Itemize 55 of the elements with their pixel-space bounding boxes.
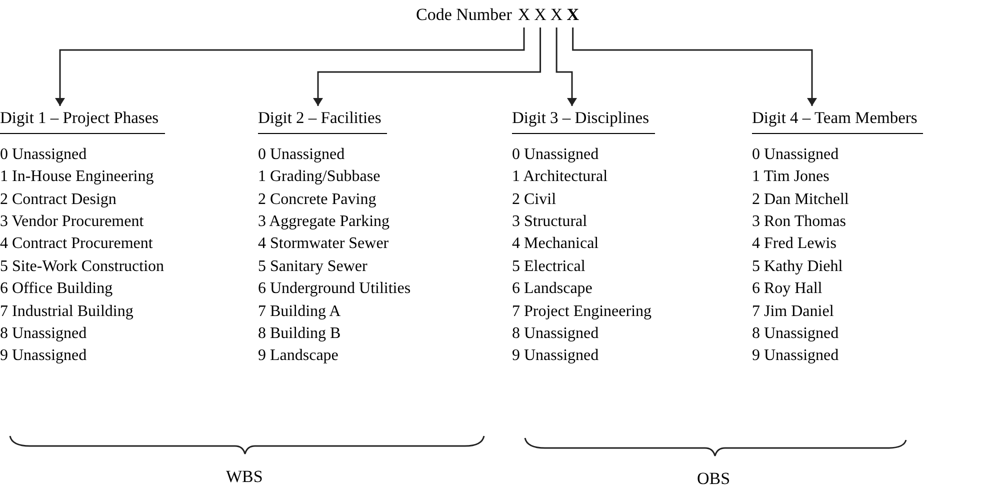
list-item: 7 Industrial Building bbox=[0, 302, 134, 322]
list-item: 6 Landscape bbox=[512, 279, 592, 300]
code-digit: X bbox=[550, 2, 563, 28]
list-item: 1 Architectural bbox=[512, 167, 608, 188]
arrow bbox=[572, 28, 817, 106]
list-item: 4 Fred Lewis bbox=[752, 234, 836, 254]
group-label: WBS bbox=[226, 466, 263, 488]
list-item: 5 Kathy Diehl bbox=[752, 256, 843, 277]
list-item: 4 Mechanical bbox=[512, 234, 599, 254]
list-item: 5 Electrical bbox=[512, 256, 586, 277]
list-item: 3 Ron Thomas bbox=[752, 212, 846, 232]
list-item: 6 Underground Utilities bbox=[258, 279, 411, 300]
list-item: 0 Unassigned bbox=[0, 144, 87, 165]
list-item: 7 Project Engineering bbox=[512, 302, 652, 322]
list-item: 1 Tim Jones bbox=[752, 167, 830, 188]
list-item: 0 Unassigned bbox=[512, 144, 599, 165]
list-item: 2 Contract Design bbox=[0, 190, 116, 210]
list-item: 8 Unassigned bbox=[512, 324, 599, 344]
list-item: 3 Structural bbox=[512, 212, 588, 232]
list-item: 8 Unassigned bbox=[0, 324, 87, 344]
arrow bbox=[55, 28, 525, 106]
list-item: 5 Site-Work Construction bbox=[0, 256, 164, 277]
column-heading: Digit 4 – Team Members bbox=[752, 106, 924, 134]
arrow bbox=[313, 28, 542, 106]
list-item: 4 Stormwater Sewer bbox=[258, 234, 389, 254]
list-item: 9 Landscape bbox=[258, 346, 338, 366]
list-item: 8 Building B bbox=[258, 324, 341, 344]
list-item: 6 Roy Hall bbox=[752, 279, 822, 300]
list-item: 2 Civil bbox=[512, 190, 556, 210]
arrow bbox=[556, 28, 577, 106]
list-item: 5 Sanitary Sewer bbox=[258, 256, 368, 277]
list-item: 9 Unassigned bbox=[752, 346, 839, 366]
list-item: 2 Dan Mitchell bbox=[752, 190, 849, 210]
list-item: 9 Unassigned bbox=[0, 346, 87, 366]
code-digit: X bbox=[566, 2, 579, 28]
title-label: Code Number bbox=[416, 4, 512, 26]
list-item: 2 Concrete Paving bbox=[258, 190, 376, 210]
list-item: 9 Unassigned bbox=[512, 346, 599, 366]
column-heading: Digit 1 – Project Phases bbox=[0, 106, 165, 134]
list-item: 1 In-House Engineering bbox=[0, 167, 154, 188]
list-item: 0 Unassigned bbox=[258, 144, 345, 165]
list-item: 3 Vendor Procurement bbox=[0, 212, 144, 232]
group-label: OBS bbox=[697, 468, 730, 490]
code-digit: X bbox=[518, 2, 530, 28]
column-heading: Digit 3 – Disciplines bbox=[512, 106, 656, 134]
list-item: 3 Aggregate Parking bbox=[258, 212, 390, 232]
list-item: 4 Contract Procurement bbox=[0, 234, 153, 254]
list-item: 1 Grading/Subbase bbox=[258, 167, 380, 188]
list-item: 7 Jim Daniel bbox=[752, 302, 834, 322]
list-item: 0 Unassigned bbox=[752, 144, 839, 165]
column-heading: Digit 2 – Facilities bbox=[258, 106, 388, 134]
list-item: 7 Building A bbox=[258, 302, 341, 322]
list-item: 6 Office Building bbox=[0, 279, 113, 300]
list-item: 8 Unassigned bbox=[752, 324, 839, 344]
code-digit: X bbox=[534, 2, 546, 28]
